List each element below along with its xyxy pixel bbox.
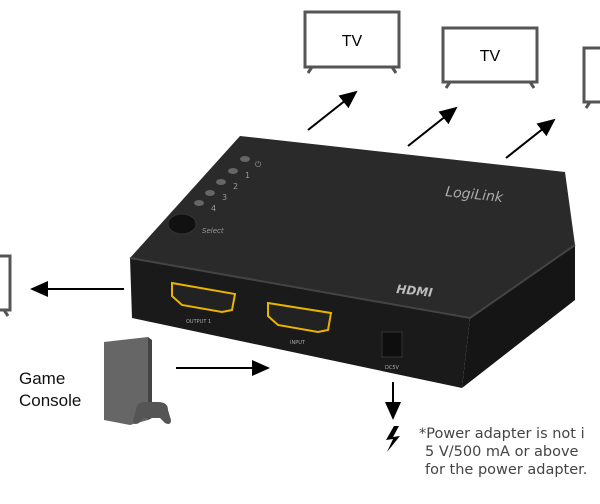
note-line: 5 V/500 mA or above [425, 444, 579, 460]
led-label: 3 [222, 193, 227, 202]
select-label: Select [202, 227, 224, 235]
led-label: 4 [211, 204, 216, 213]
select-button [167, 213, 197, 235]
arrow [505, 118, 556, 159]
console-label-line: Console [19, 391, 82, 410]
console-label-line: Game [19, 369, 66, 388]
tv-label: TV [342, 33, 363, 50]
hdmi-logo: HDMI [396, 282, 434, 300]
tv-icon: TV [303, 10, 401, 74]
tv-icon [0, 254, 12, 317]
brand-logo: LogiLink [445, 184, 505, 206]
dc-power-jack [381, 331, 403, 358]
led-label: 2 [233, 182, 238, 191]
lightning-icon [386, 426, 400, 452]
hdmi-input-port [267, 301, 333, 334]
tv-label: TV [480, 48, 501, 65]
tv-icon [582, 46, 600, 109]
led-indicators [194, 156, 250, 206]
arrow [407, 106, 458, 147]
port-label: OUTPUT 1 [186, 319, 211, 325]
port-label: INPUT [290, 340, 306, 346]
note-line: for the power adapter. [425, 462, 588, 478]
port-label: DC5V [385, 365, 400, 371]
tv-icon: TV [441, 26, 539, 89]
arrow [307, 90, 358, 131]
led-label: ⏻ [255, 160, 262, 169]
led-label: 1 [245, 171, 250, 180]
note-line: *Power adapter is not i [419, 426, 585, 442]
power-adapter-note: *Power adapter is not i 5 V/500 mA or ab… [419, 425, 587, 479]
hdmi-output-port [171, 281, 237, 314]
console-label: Game Console [19, 368, 81, 412]
hdmi-switch: ⏻ 1 2 3 4 Select LogiLink HDMI OUTPUT 1 … [129, 136, 576, 388]
game-console-icon [104, 337, 171, 425]
